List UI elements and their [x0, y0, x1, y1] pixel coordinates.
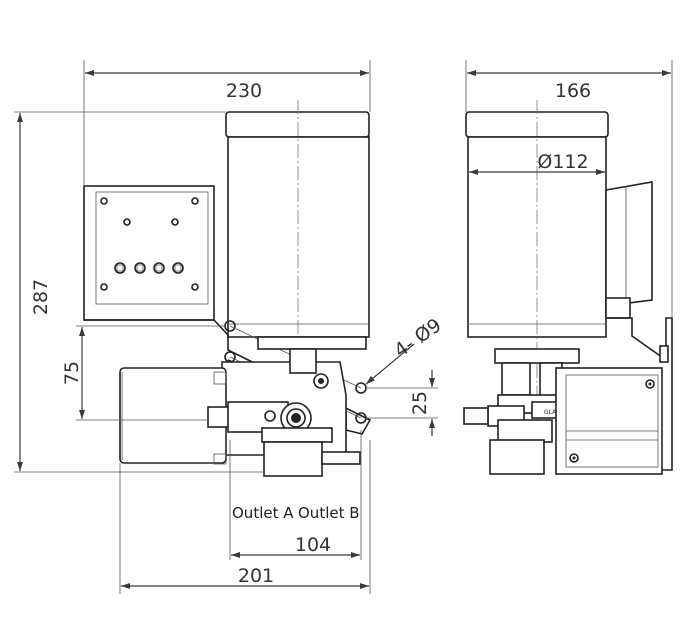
side-view: GLAN: [463, 100, 673, 475]
outlet-a-label: Outlet A: [232, 504, 294, 522]
control-box: [83, 185, 215, 321]
front-motor-cap: [225, 111, 370, 138]
holes-leader: [365, 343, 415, 385]
front-view: [83, 100, 372, 477]
dim-label-25: 25: [409, 391, 431, 415]
dim-label-75: 75: [61, 361, 83, 385]
control-buttons: [114, 262, 184, 274]
outlet-b-label: Outlet B: [298, 504, 360, 522]
dim-label-104: 104: [295, 534, 331, 556]
side-junction-box: [605, 181, 653, 307]
dim-label-holes: 4- Ø9: [390, 314, 445, 362]
indicator-lamp: [123, 218, 131, 226]
front-motor-body: [227, 136, 370, 338]
indicator-lamp: [171, 218, 179, 226]
side-control-box: [555, 367, 663, 475]
side-dimensions: 166 Ø112: [465, 60, 673, 318]
dim-label-230: 230: [226, 80, 262, 102]
dim-label-diameter: Ø112: [537, 151, 588, 173]
pump-flange: [257, 336, 367, 350]
dim-label-287: 287: [30, 279, 52, 315]
gland-label: GLAN: [544, 409, 561, 416]
dim-label-201: 201: [238, 565, 274, 587]
outlet-block: [263, 441, 323, 477]
side-outlet-block: [489, 439, 545, 475]
dim-label-166: 166: [555, 80, 591, 102]
